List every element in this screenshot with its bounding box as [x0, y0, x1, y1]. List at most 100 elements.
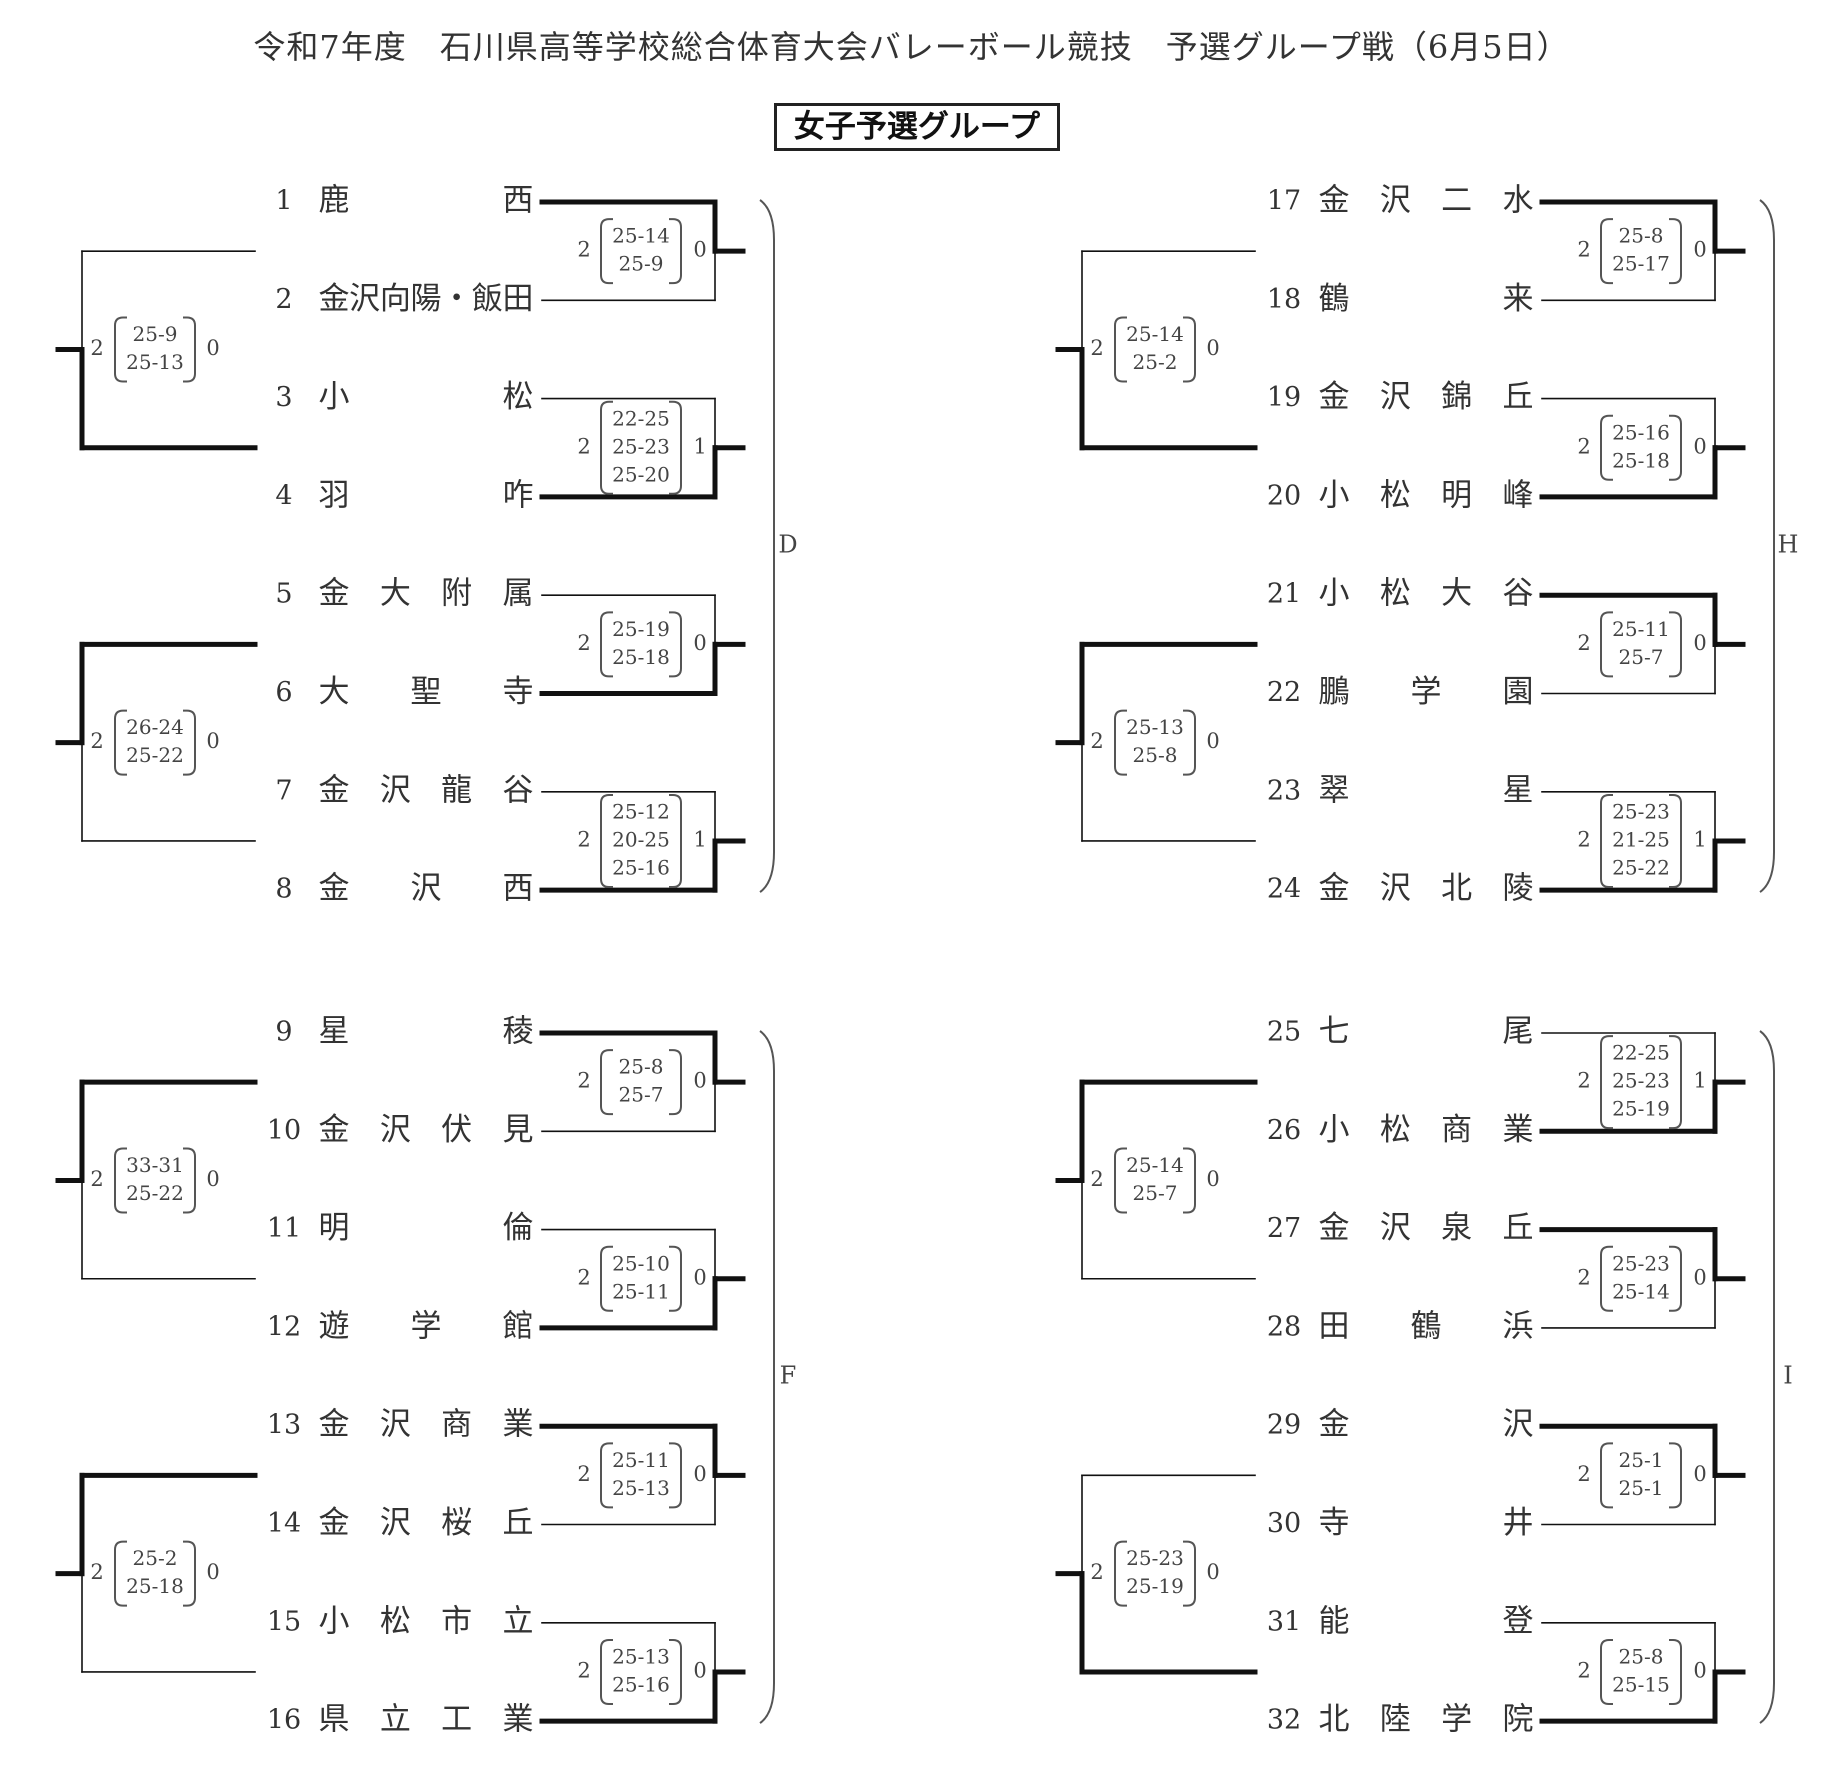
pool-h-team-name-char: 来	[1503, 281, 1534, 317]
pool-d-r1-match-set: 25-9	[619, 252, 664, 276]
pool-d-r2-match-set: 26-24	[126, 715, 184, 739]
pool-i-team-number: 29	[1267, 1410, 1301, 1441]
pool-i-r1-match-set: 25-23	[1612, 1251, 1670, 1275]
pool-f-r1-match-bracket-right	[669, 1638, 682, 1705]
pool-d-r1-match-set: 20-25	[612, 827, 670, 851]
pool-h-r2-match-score-left: 2	[1090, 336, 1103, 360]
pool-h-r1-match-bracket-left	[1600, 414, 1613, 481]
pool-h-r2-match-score-right: 0	[1206, 336, 1219, 360]
pool-h-team-number: 23	[1267, 775, 1301, 806]
pool-i-r2-match-bracket-left	[1114, 1147, 1127, 1214]
pool-i-r1-match-set: 25-14	[1612, 1279, 1670, 1303]
pool-f-r1-match-set: 25-13	[612, 1476, 670, 1500]
pool-i-r1-match-bracket-left	[1600, 1442, 1613, 1509]
pool-d-team-number: 2	[275, 284, 292, 315]
pool-d-r1-match-score-left: 2	[577, 631, 590, 655]
pool-f-r2-match-bracket-right	[183, 1147, 196, 1214]
pool-h-r1-match-set: 25-18	[1612, 448, 1670, 472]
pool-i-r2-match-score-left: 2	[1090, 1167, 1103, 1191]
pool-f-team-name-char: 稜	[503, 1014, 534, 1050]
pool-d-team-name-char: 向	[380, 281, 411, 317]
pool-f-r1-match-score-left: 2	[577, 1658, 590, 1682]
pool-h-team-name-char: 谷	[1503, 576, 1534, 612]
pool-f-r2-match-set: 25-22	[126, 1181, 184, 1205]
pool-f-team-name-char: 松	[380, 1603, 411, 1639]
pool-h-team-name-char: 峰	[1503, 477, 1534, 513]
pool-d-team-name-char: 松	[503, 379, 534, 415]
pool-f-team-number: 11	[267, 1213, 301, 1244]
pool-i-r1-match-set: 25-19	[1612, 1097, 1670, 1121]
pool-i-r1-match-set: 25-8	[1619, 1644, 1664, 1668]
pool-h-team-name-char: 金	[1319, 871, 1350, 907]
pool-h-r2-match-score-right: 0	[1206, 729, 1219, 753]
pool-f-team-name-char: 業	[503, 1407, 534, 1443]
pool-d-team-name-char: 金	[319, 772, 350, 808]
pool-i-r1-match-bracket-right	[1669, 1638, 1682, 1705]
pool-i-team-name-char: 商	[1441, 1112, 1472, 1148]
pool-h-team-name-char: 明	[1441, 477, 1472, 513]
pool-d-r1-match-set: 25-23	[612, 434, 670, 458]
pool-h-r1-match-bracket-left	[1600, 218, 1613, 285]
pool-i-r1-match-score-left: 2	[1577, 1462, 1590, 1486]
pool-h-r1-match-score-right: 0	[1693, 434, 1706, 458]
pool-i-team-name-char: 業	[1503, 1112, 1534, 1148]
pool-i-r1-match-set: 22-25	[1612, 1041, 1670, 1065]
pool-h-r1-match-set: 25-8	[1619, 224, 1664, 248]
pool-h-team-name-char: 錦	[1441, 379, 1472, 415]
pool-f-team-name-char: 館	[503, 1308, 534, 1344]
pool-h-r1-match-score-right: 0	[1693, 631, 1706, 655]
pool-h-r2-match-bracket-right	[1183, 316, 1196, 383]
pool-f-r1-match-set: 25-11	[612, 1448, 670, 1472]
pool-f-team-number: 15	[267, 1606, 301, 1637]
pool-h-team-name-char: 松	[1380, 477, 1411, 513]
pool-i-r1-match-bracket-left	[1600, 1245, 1613, 1312]
pool-f-team-name-char: 星	[319, 1014, 350, 1050]
pool-d-r2-match-score-right: 0	[206, 336, 219, 360]
pool-h-r1-match-bracket-right	[1669, 611, 1682, 678]
pool-h-r1-match-score-left: 2	[1577, 827, 1590, 851]
pool-f-r1-match-bracket-left	[600, 1442, 613, 1509]
pool-f-r1-match-bracket-right	[669, 1442, 682, 1509]
pool-i-r2-match-bracket-right	[1183, 1147, 1196, 1214]
pool-d-r2-match-bracket-right	[183, 709, 196, 776]
pool-d-r1-match-set: 25-14	[612, 224, 670, 248]
pool-f-team-name-char: 伏	[441, 1112, 472, 1148]
pool-f-team-name-char: 金	[319, 1112, 350, 1148]
pool-f-r1-match-set: 25-7	[619, 1083, 664, 1107]
pool-d-label: D	[778, 531, 797, 559]
pool-i-team-name-char: 七	[1319, 1014, 1350, 1050]
pool-f-r1-match-score-right: 0	[693, 1069, 706, 1093]
pool-d-r2-match-bracket-right	[183, 316, 196, 383]
pool-d-r1-match-score-left: 2	[577, 238, 590, 262]
pool-d-r1-match-set: 25-20	[612, 462, 670, 486]
pool-i-team-number: 28	[1267, 1311, 1301, 1342]
pool-d-r1-match-score-left: 2	[577, 434, 590, 458]
pool-h-team-name-char: 金	[1319, 183, 1350, 219]
pool-f-team-number: 9	[275, 1017, 292, 1048]
pool-h-team-number: 24	[1267, 874, 1301, 905]
pool-h-r1-match-score-left: 2	[1577, 238, 1590, 262]
pool-i-team-name-char: 登	[1503, 1603, 1534, 1639]
pool-f-team-name-char: 明	[319, 1210, 350, 1246]
page-title: 令和7年度 石川県高等学校総合体育大会バレーボール競技 予選グループ戦（6月5日…	[253, 28, 1570, 66]
pool-i-r2-match-set: 25-7	[1133, 1181, 1178, 1205]
pool-f-r1-match-score-right: 0	[693, 1462, 706, 1486]
pool-h-team-name-char: 沢	[1380, 871, 1411, 907]
pool-f-team-name-char: 金	[319, 1505, 350, 1541]
pool-i-team-name-char: 金	[1319, 1210, 1350, 1246]
pool-i-r2-match-set: 25-23	[1126, 1546, 1184, 1570]
pool-d-team-name-char: 羽	[319, 477, 350, 513]
pool-h-team-name-char: 小	[1319, 576, 1350, 612]
pool-i-r1-match-score-right: 0	[1693, 1658, 1706, 1682]
pool-f-r1-match-bracket-left	[600, 1049, 613, 1116]
pool-d-team-name-char: 田	[503, 281, 534, 317]
group-title: 女子予選グループ	[774, 103, 1060, 151]
pool-d-team-name-char: 沢	[349, 281, 380, 317]
pool-f-r2-match-set: 25-18	[126, 1574, 184, 1598]
pool-d-r1-match-bracket-left	[600, 218, 613, 285]
pool-h-team-number: 17	[1267, 186, 1301, 217]
pool-f-r1-match-score-left: 2	[577, 1265, 590, 1289]
pool-f-r2-match-set: 25-2	[133, 1546, 178, 1570]
pool-h-r1-match-set: 25-22	[1612, 855, 1670, 879]
